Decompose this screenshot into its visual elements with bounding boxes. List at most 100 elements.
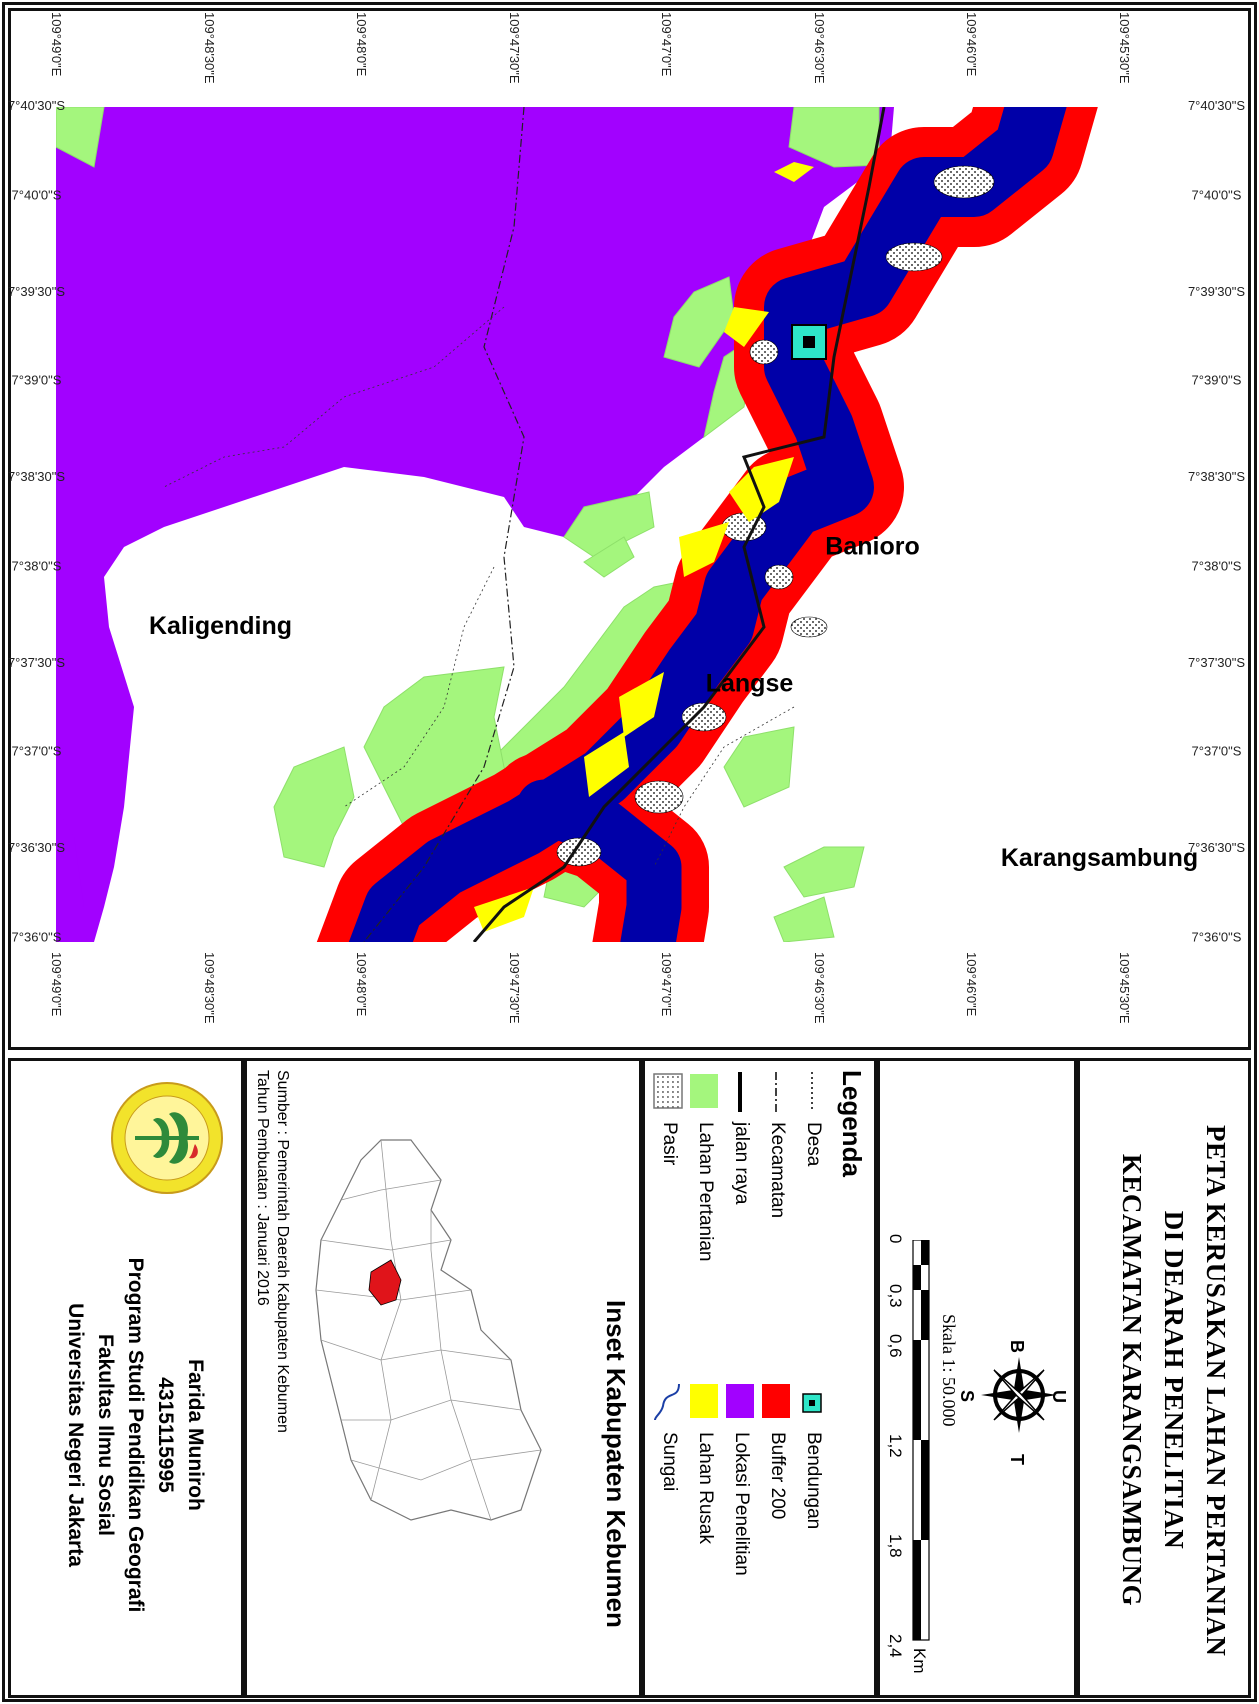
compass-south: S bbox=[957, 1390, 977, 1403]
longitude-label: 109°47'0"E bbox=[659, 12, 675, 77]
longitude-label: 109°45'30"E bbox=[1117, 952, 1132, 1024]
longitude-label: 109°46'0"E bbox=[964, 12, 980, 77]
river-branch bbox=[516, 779, 682, 942]
farmland-patch bbox=[773, 896, 835, 942]
legend-item-label: Desa bbox=[803, 1122, 824, 1167]
legend-item-label: Buffer 200 bbox=[767, 1432, 788, 1520]
longitude-label: 109°45'30"E bbox=[1117, 12, 1132, 84]
credit-university: Universitas Negeri Jakarta bbox=[64, 1303, 87, 1567]
legend-item-label: Lokasi Penelitian bbox=[731, 1432, 752, 1576]
scale-tick-label: 1,2 bbox=[886, 1434, 905, 1458]
university-logo bbox=[111, 1082, 223, 1194]
district-boundary bbox=[363, 107, 525, 942]
legend-symbol-icon bbox=[654, 1383, 680, 1421]
scale-unit: Km bbox=[910, 1648, 929, 1674]
farmland-patch bbox=[583, 536, 635, 578]
title-line-2: DI DEARAH PENELITIAN bbox=[1159, 1210, 1189, 1550]
inset-subdistricts bbox=[315, 1139, 542, 1521]
credit-nim: 4315115995 bbox=[154, 1377, 177, 1493]
damaged-patch bbox=[774, 162, 814, 182]
longitude-label: 109°49'0"E bbox=[49, 952, 64, 1017]
scale-tick-label: 0,3 bbox=[886, 1284, 905, 1308]
longitude-label: 109°47'30"E bbox=[506, 952, 522, 1024]
legend-symbol-icon bbox=[811, 1072, 813, 1112]
legend-item-label: Kecamatan bbox=[767, 1122, 788, 1219]
latitude-label: 7°40'0"S bbox=[11, 187, 62, 203]
longitude-label: 109°46'30"E bbox=[811, 952, 827, 1024]
legend-heading: Legenda bbox=[837, 1070, 867, 1177]
latitude-label: 7°38'0"S bbox=[11, 558, 62, 574]
place-langse: Langse bbox=[705, 669, 794, 698]
latitude-label: 7°37'30"S bbox=[1187, 654, 1246, 670]
compass-rose bbox=[981, 1357, 1057, 1433]
latitude-label: 7°38'30"S bbox=[7, 469, 66, 485]
latitude-label: 7°39'30"S bbox=[1187, 283, 1246, 299]
latitude-label: 7°40'0"S bbox=[1191, 187, 1242, 203]
longitude-label: 109°48'0"E bbox=[354, 952, 370, 1017]
damaged-patch bbox=[619, 672, 664, 737]
legend-item-label: Lahan Pertanian bbox=[695, 1122, 716, 1262]
study-area-polygon-north bbox=[56, 807, 84, 942]
sand-patch bbox=[634, 780, 684, 814]
source-line-1: Sumber : Pemerintah Daerah Kabupaten Keb… bbox=[274, 1070, 291, 1433]
inset-map bbox=[315, 1139, 542, 1521]
compass-east: T bbox=[1007, 1454, 1027, 1465]
place-karangsambung: Karangsambung bbox=[1000, 844, 1199, 873]
legend-symbol-icon bbox=[762, 1384, 790, 1418]
legend-item-label: jalan raya bbox=[731, 1122, 752, 1205]
compass-north: U bbox=[1049, 1390, 1069, 1403]
credit-name: Farida Muniroh bbox=[184, 1359, 207, 1511]
farmland-patch bbox=[56, 107, 105, 168]
legend-symbol-icon bbox=[653, 1073, 683, 1109]
village-boundary bbox=[343, 566, 495, 808]
farmland-patch bbox=[783, 846, 865, 898]
latitude-label: 7°39'30"S bbox=[7, 283, 66, 299]
legend-symbol-icon bbox=[775, 1072, 777, 1112]
legend-symbol-icon bbox=[738, 1072, 742, 1112]
sand-patch bbox=[933, 165, 995, 199]
damaged-patch bbox=[724, 307, 769, 347]
latitude-label: 7°37'0"S bbox=[11, 743, 62, 759]
scale-tick-label: 0,6 bbox=[886, 1334, 905, 1358]
latitude-label: 7°40'30"S bbox=[1187, 98, 1246, 114]
latitude-label: 7°36'0"S bbox=[1191, 929, 1242, 945]
latitude-label: 7°38'30"S bbox=[1187, 469, 1246, 485]
longitude-label: 109°48'30"E bbox=[201, 952, 217, 1024]
legend-symbol-icon bbox=[690, 1074, 718, 1108]
place-banioro: Banioro bbox=[825, 532, 920, 561]
longitude-label: 109°46'0"E bbox=[964, 952, 980, 1017]
damaged-patch bbox=[729, 457, 794, 522]
map-canvas bbox=[56, 107, 1124, 942]
scale-tick-label: 0 bbox=[886, 1234, 905, 1244]
scale-tick-label: 2,4 bbox=[886, 1634, 905, 1658]
inset-kebumen-outline bbox=[315, 1139, 542, 1521]
main-road bbox=[472, 107, 886, 942]
scale-bar bbox=[912, 1240, 930, 1641]
village-boundary bbox=[163, 306, 505, 488]
title-line-3: KECAMATAN KARANGSAMBUNG bbox=[1117, 1153, 1147, 1607]
longitude-label: 109°48'30"E bbox=[201, 12, 217, 84]
longitude-label: 109°49'0"E bbox=[49, 12, 64, 77]
inset-highlight-karangsambung bbox=[368, 1259, 402, 1306]
credit-program: Program Studi Pendidikan Geografi bbox=[124, 1257, 147, 1613]
longitude-label: 109°47'30"E bbox=[506, 12, 522, 84]
legend-symbol-icon bbox=[726, 1384, 754, 1418]
compass-west: B bbox=[1007, 1340, 1027, 1353]
latitude-label: 7°36'30"S bbox=[7, 840, 66, 856]
longitude-label: 109°48'0"E bbox=[354, 12, 370, 77]
latitude-label: 7°40'30"S bbox=[7, 98, 66, 114]
legend-item-label: Sungai bbox=[659, 1432, 680, 1492]
latitude-label: 7°39'0"S bbox=[11, 372, 62, 388]
place-kaligending: Kaligending bbox=[148, 612, 293, 641]
village-boundary bbox=[653, 706, 795, 868]
damaged-patch bbox=[679, 522, 729, 577]
sand-patch bbox=[885, 242, 943, 272]
longitude-label: 109°46'30"E bbox=[811, 12, 827, 84]
legend-symbol-icon bbox=[802, 1393, 822, 1413]
latitude-label: 7°38'0"S bbox=[1191, 558, 1242, 574]
inset-title: Inset Kabupaten Kebumen bbox=[601, 1300, 631, 1628]
latitude-label: 7°39'0"S bbox=[1191, 372, 1242, 388]
latitude-label: 7°37'0"S bbox=[1191, 743, 1242, 759]
